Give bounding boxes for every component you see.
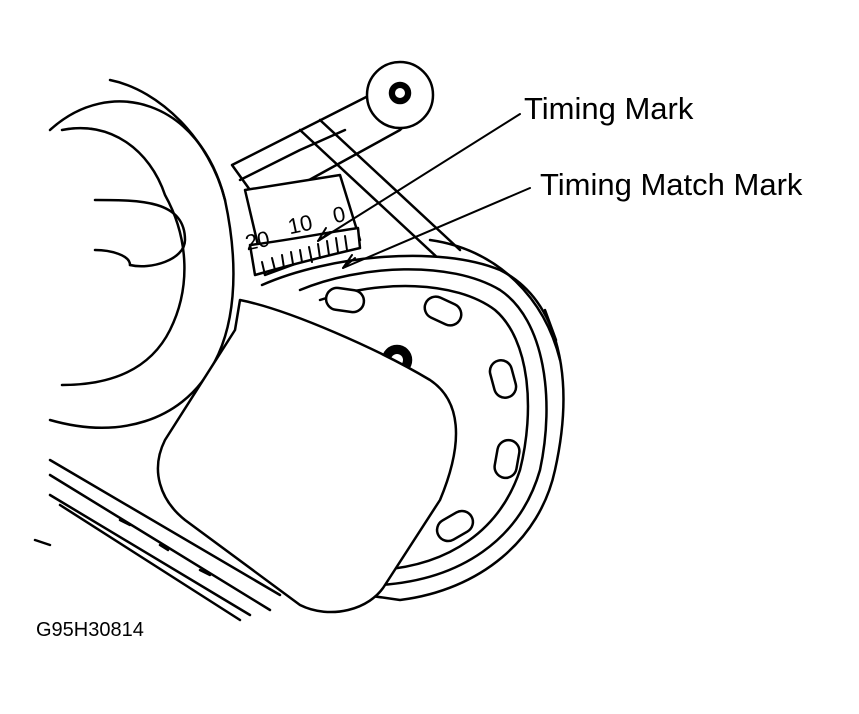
- figure-id: G95H30814: [36, 619, 144, 641]
- pulley-slots: [324, 286, 521, 543]
- scale-label-10: 10: [286, 210, 315, 240]
- timing-mark-leader: [317, 113, 521, 242]
- scale-label-0: 0: [330, 201, 347, 228]
- engine-bracket: [230, 60, 462, 262]
- timing-mark-callout: Timing Mark: [524, 91, 694, 126]
- timing-match-mark-leader: [342, 187, 531, 269]
- timing-match-mark-callout: Timing Match Mark: [540, 167, 803, 202]
- timing-scale-plate: 20 10 0: [243, 173, 362, 277]
- drive-belt: [33, 458, 282, 622]
- callout-leaders: [317, 113, 531, 269]
- scale-label-20: 20: [243, 226, 272, 256]
- harmonic-balancer: [48, 78, 235, 429]
- lower-cover: [156, 298, 458, 614]
